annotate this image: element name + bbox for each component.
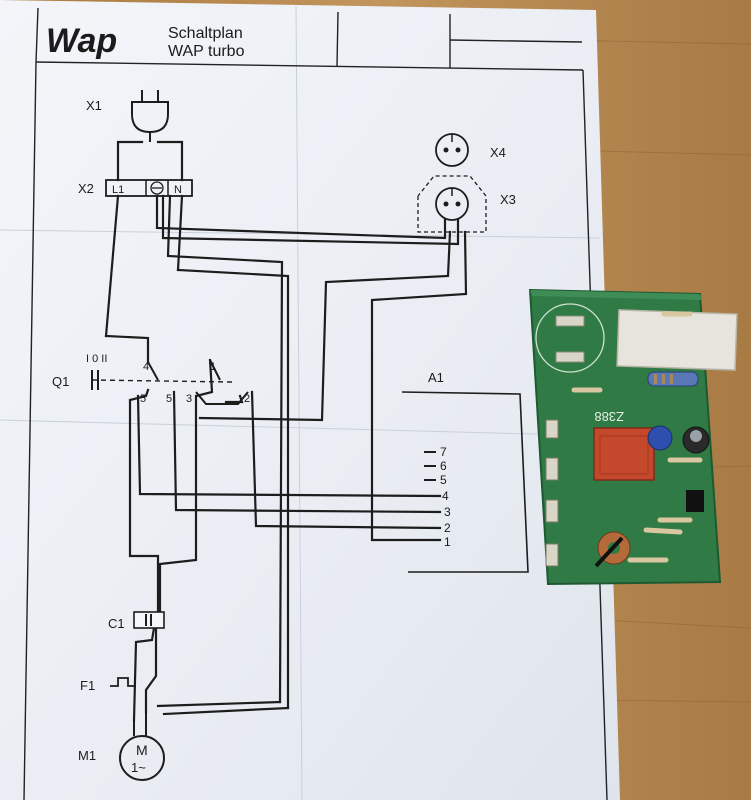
label-a1: A1	[428, 370, 444, 385]
motor-symbol-ac: 1~	[131, 760, 146, 775]
label-x2: X2	[78, 181, 94, 196]
motor-symbol-m: M	[136, 742, 148, 758]
plug-x1	[131, 90, 169, 142]
socket-x3	[417, 175, 487, 233]
label-contact-5a: 5	[140, 393, 146, 405]
module-pin-1: 1	[444, 535, 451, 549]
sheet-title-line2: WAP turbo	[168, 43, 245, 60]
label-x3: X3	[500, 192, 516, 207]
module-pin-6: 6	[440, 459, 447, 473]
relay-marking: Z388	[594, 409, 624, 424]
drawing-frame	[23, 7, 608, 800]
label-q1: Q1	[52, 374, 69, 389]
module-pin-2: 2	[444, 521, 451, 535]
label-switch-positions: I 0 II	[86, 353, 107, 365]
label-contact-2: 2	[244, 393, 250, 405]
capacitor-c1	[133, 611, 165, 629]
module-pin-4: 4	[442, 489, 449, 503]
label-contact-5b: 5	[166, 393, 172, 405]
wap-logo: Wap	[46, 22, 117, 60]
label-terminal-l1: L1	[112, 184, 124, 196]
capacitor-blue	[647, 425, 673, 451]
label-x1: X1	[86, 98, 102, 113]
triac	[686, 490, 704, 512]
label-contact-3: 3	[186, 393, 192, 405]
relay	[593, 427, 655, 481]
schematic-paper	[0, 0, 620, 800]
motor-m1	[119, 712, 165, 781]
module-pin-7: 7	[440, 445, 447, 459]
fuse-f1	[110, 677, 136, 687]
switch-q1	[91, 359, 249, 405]
x-capacitor	[616, 309, 738, 371]
module-pin-5: 5	[440, 473, 447, 487]
label-contact-4: 4	[143, 361, 149, 373]
terminal-block-x2	[105, 179, 193, 197]
pcb-board: Z388	[528, 288, 738, 586]
label-m1: M1	[78, 748, 96, 763]
socket-x4	[435, 133, 469, 167]
label-x4: X4	[490, 145, 506, 160]
module-pin-3: 3	[444, 505, 451, 519]
label-f1: F1	[80, 678, 95, 693]
schematic-wiring	[104, 140, 468, 722]
label-terminal-n: N	[174, 184, 182, 196]
label-contact-1: 1	[210, 361, 216, 373]
module-a1	[401, 391, 529, 573]
label-c1: C1	[108, 616, 125, 631]
sheet-title-line1: Schaltplan	[168, 25, 243, 42]
module-pin-labels: 7 6 5 4 3 2 1	[440, 445, 451, 549]
